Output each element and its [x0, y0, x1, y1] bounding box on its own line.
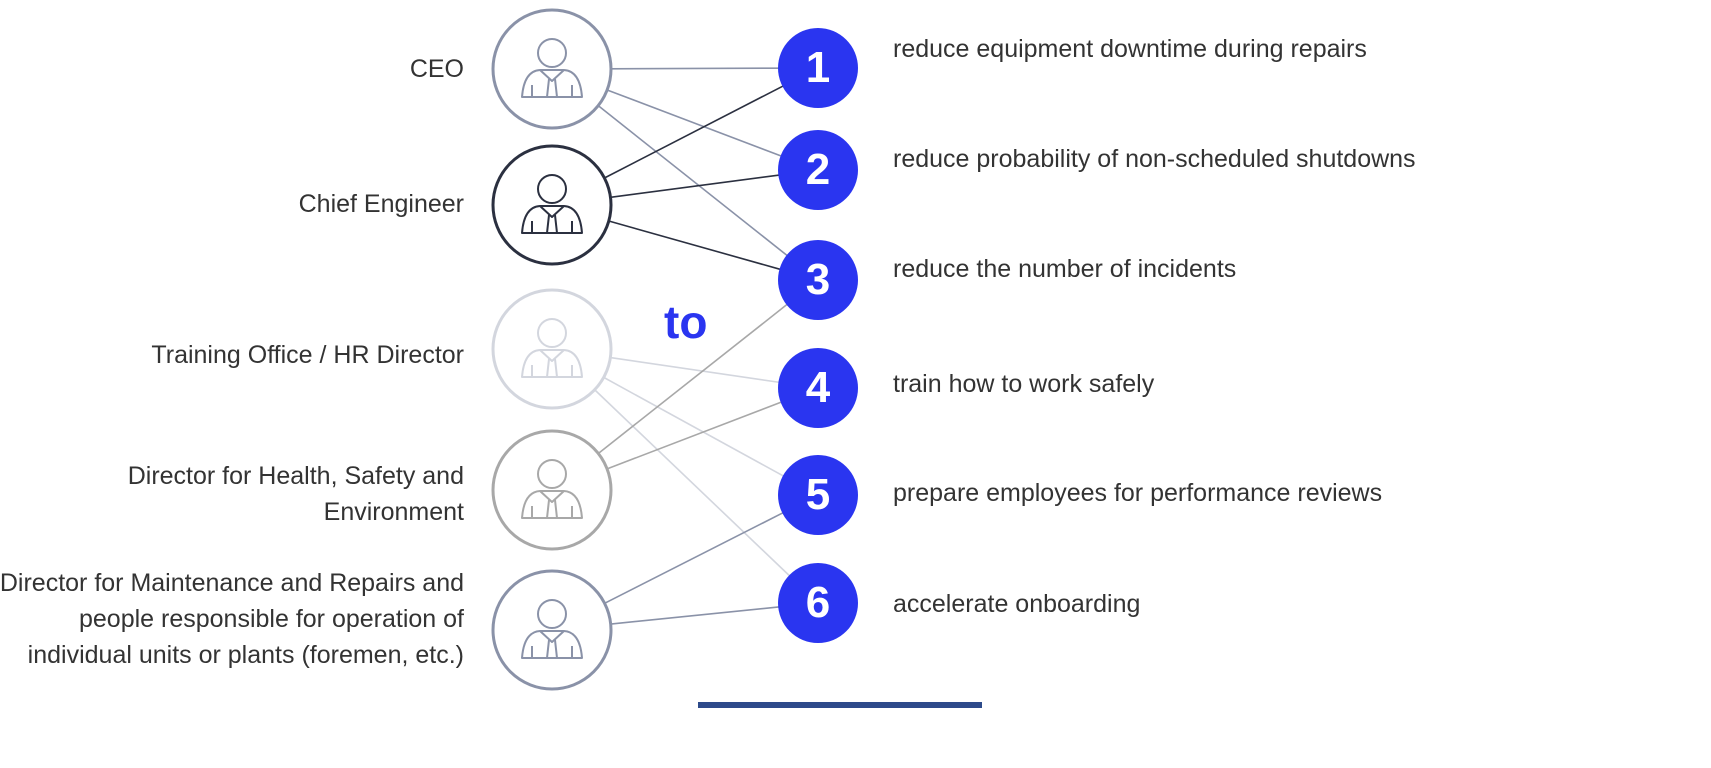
goal-label-1: reduce equipment downtime during repairs	[893, 35, 1367, 63]
role-avatar-ceo	[491, 8, 613, 130]
goal-label-5: prepare employees for performance review…	[893, 479, 1383, 507]
connection-line-chief-engineer-to-goal-1	[604, 84, 785, 179]
person-icon	[521, 38, 583, 98]
role-label-maintenance-director: Director for Maintenance and Repairs and…	[0, 569, 464, 669]
person-icon	[521, 318, 583, 378]
goal-label-3: reduce the number of incidents	[893, 255, 1237, 283]
connection-line-hr-director-to-goal-4	[610, 356, 781, 384]
goal-number-2: 2	[778, 130, 858, 210]
person-icon	[521, 599, 583, 659]
connection-line-chief-engineer-to-goal-2	[610, 174, 781, 199]
person-icon	[521, 459, 583, 519]
connection-line-maintenance-director-to-goal-6	[610, 606, 781, 625]
role-label-chief-engineer: Chief Engineer	[298, 190, 464, 218]
role-avatar-hr-director	[491, 288, 613, 410]
role-avatar-maintenance-director	[491, 569, 613, 691]
connection-line-maintenance-director-to-goal-5	[604, 511, 785, 605]
connection-line-hse-director-to-goal-3	[597, 302, 789, 455]
connector-word: to	[664, 296, 708, 348]
goal-label-6: accelerate onboarding	[893, 590, 1141, 618]
connection-line-hse-director-to-goal-4	[606, 400, 783, 470]
connection-line-ceo-to-goal-1	[610, 67, 781, 70]
role-label-ceo: CEO	[409, 55, 464, 83]
bottom-accent-bar	[698, 702, 982, 708]
goal-label-4: train how to work safely	[893, 370, 1155, 398]
connection-line-hr-director-to-goal-5	[603, 376, 786, 478]
person-icon	[521, 174, 583, 234]
goal-number-1: 1	[778, 28, 858, 108]
goal-number-5: 5	[778, 455, 858, 535]
connection-line-ceo-to-goal-2	[606, 89, 783, 158]
connection-line-chief-engineer-to-goal-3	[608, 220, 782, 271]
role-avatar-chief-engineer	[491, 144, 613, 266]
role-label-hse-director: Director for Health, Safety and Environm…	[127, 462, 464, 526]
goal-number-6: 6	[778, 563, 858, 643]
goal-number-3: 3	[778, 240, 858, 320]
goal-number-4: 4	[778, 348, 858, 428]
goal-label-2: reduce probability of non-scheduled shut…	[893, 145, 1416, 173]
role-label-hr-director: Training Office / HR Director	[151, 341, 464, 369]
connection-line-hr-director-to-goal-6	[594, 389, 792, 578]
role-avatar-hse-director	[491, 429, 613, 551]
connection-line-ceo-to-goal-3	[597, 105, 789, 258]
